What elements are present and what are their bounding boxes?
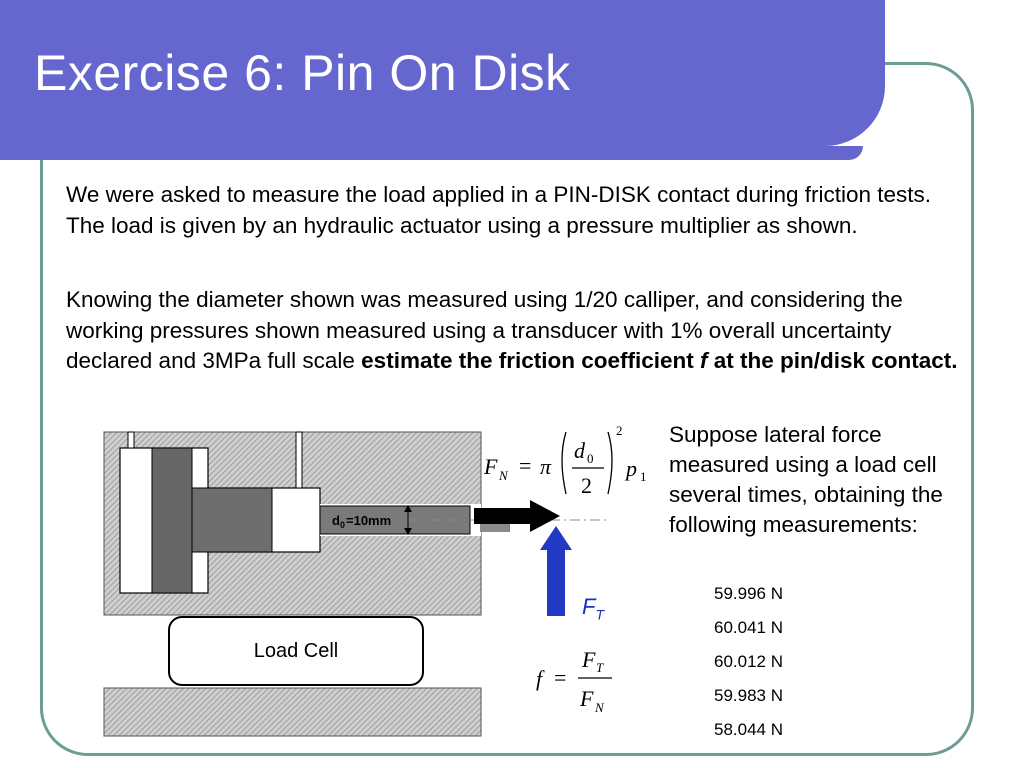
- intro-paragraph: We were asked to measure the load applie…: [66, 182, 932, 238]
- svg-text:F: F: [579, 686, 594, 711]
- svg-text:=: =: [519, 453, 531, 478]
- ft-arrow: [540, 526, 572, 616]
- svg-text:N: N: [498, 468, 509, 483]
- slide-title: Exercise 6: Pin On Disk: [34, 45, 571, 101]
- diameter-value: =10mm: [346, 513, 391, 528]
- measurement-4: 59.983 N: [714, 686, 783, 705]
- fn-arrow: [474, 500, 560, 532]
- svg-text:p: p: [624, 456, 637, 481]
- piston-rod: [191, 487, 273, 553]
- task-bold-2: at the pin/disk contact.: [707, 348, 958, 373]
- port-right: [295, 431, 303, 489]
- svg-text:F: F: [483, 454, 498, 479]
- svg-text:=: =: [554, 665, 566, 690]
- svg-text:f: f: [536, 666, 545, 691]
- ft-label-sub: T: [595, 606, 605, 623]
- f-formula: f = F T F N: [536, 647, 612, 715]
- svg-text:d: d: [574, 438, 586, 463]
- measurement-5: 58.044 N: [714, 720, 783, 739]
- diameter-sub: 0: [340, 520, 345, 530]
- svg-text:2: 2: [581, 473, 592, 498]
- port-left: [127, 431, 135, 449]
- side-paragraph: Suppose lateral force measured using a l…: [669, 422, 943, 537]
- task-bold-1: estimate the friction coefficient: [361, 348, 700, 373]
- load-cell-label: Load Cell: [253, 639, 339, 662]
- task-bold-italic: f: [700, 348, 708, 373]
- ft-label-main: F: [582, 594, 596, 619]
- title-underline: [0, 146, 863, 160]
- load-cell: Load Cell: [168, 616, 424, 686]
- diameter-label: d: [332, 513, 340, 528]
- svg-text:2: 2: [616, 423, 623, 438]
- measurement-1: 59.996 N: [714, 584, 783, 603]
- title-bar: [0, 0, 885, 146]
- task-paragraph: Knowing the diameter shown was measured …: [66, 285, 966, 377]
- piston: [151, 447, 193, 594]
- svg-text:π: π: [540, 454, 552, 479]
- measurement-2: 60.041 N: [714, 618, 783, 637]
- svg-text:N: N: [594, 700, 605, 715]
- svg-text:0: 0: [587, 451, 594, 466]
- svg-text:T: T: [596, 660, 604, 675]
- task-text: Knowing the diameter shown was measured …: [66, 287, 903, 373]
- measurement-3: 60.012 N: [714, 652, 783, 671]
- svg-text:1: 1: [640, 469, 647, 484]
- fn-formula: F N = π d 0 2 2 p 1: [483, 423, 647, 498]
- svg-text:F: F: [581, 647, 596, 672]
- ground-base: [103, 687, 482, 737]
- ft-label: FT: [582, 594, 604, 622]
